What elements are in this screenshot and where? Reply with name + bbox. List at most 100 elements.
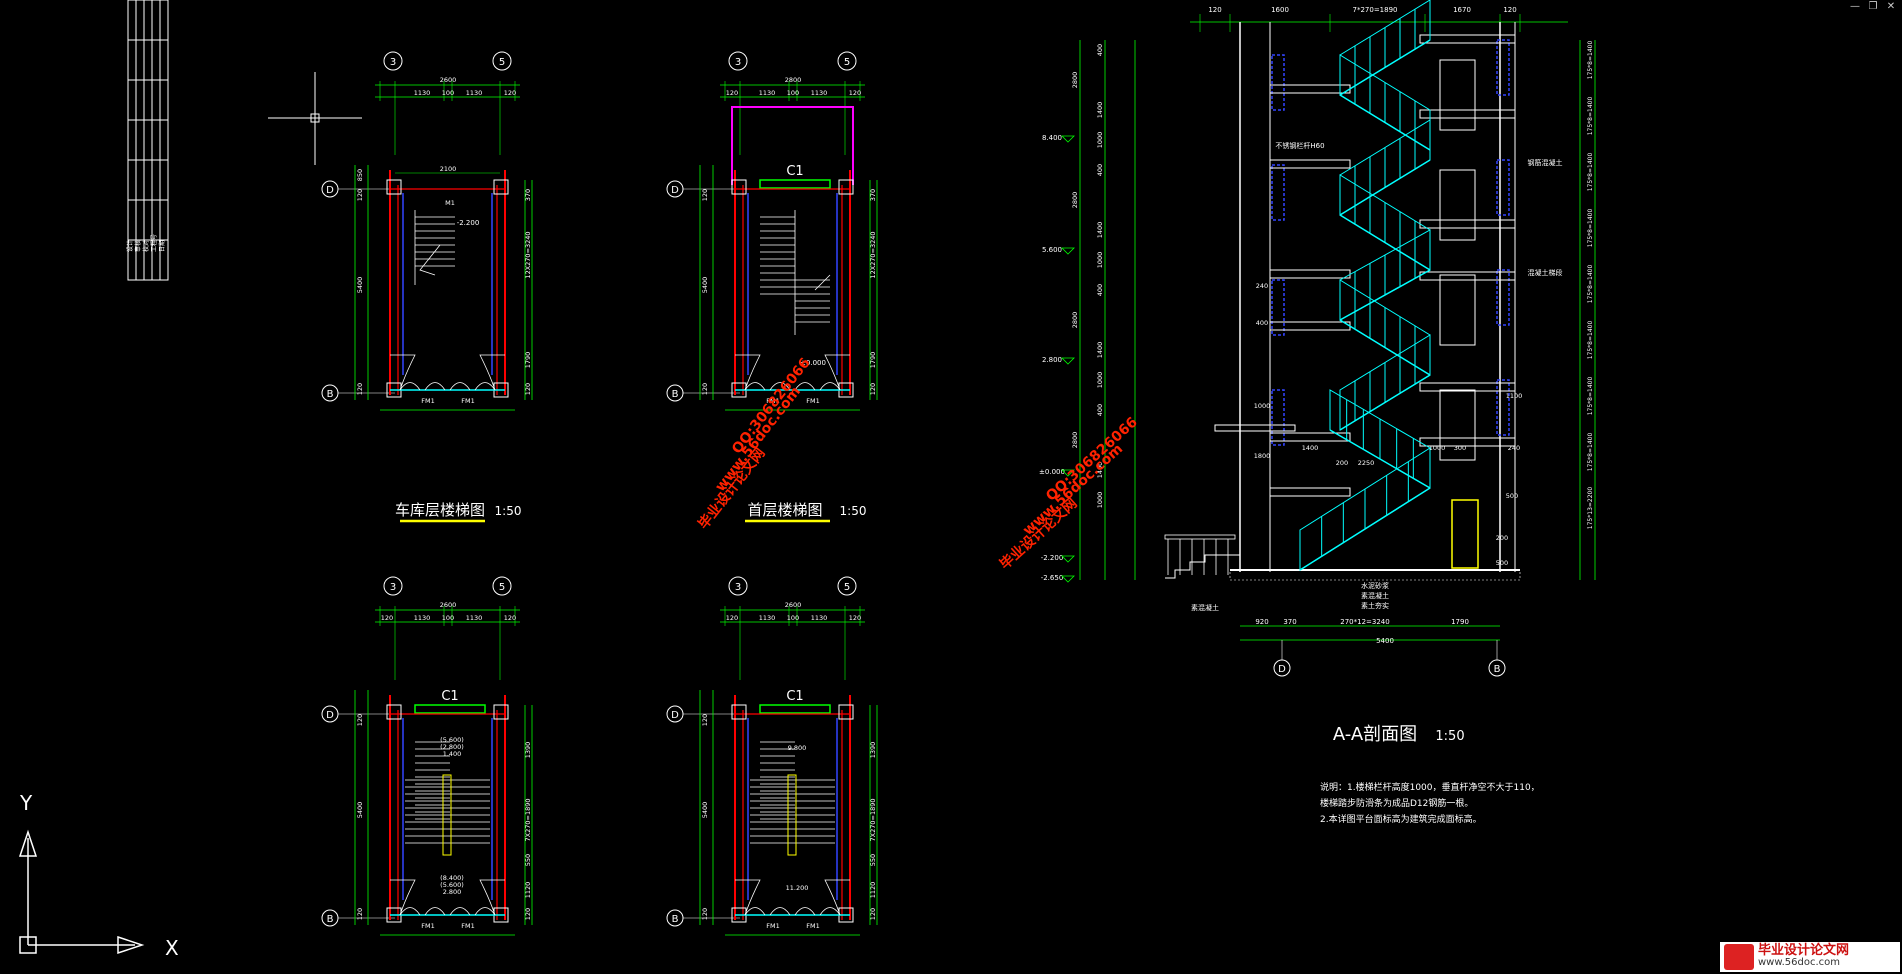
drawing-text: 120: [701, 189, 709, 201]
outside-rail: [1164, 534, 1236, 540]
drawing-text: 1390: [869, 742, 877, 759]
section-misc-dim: 240: [1256, 282, 1268, 290]
section-misc-dim: 1100: [1506, 392, 1523, 400]
ramp-curve: [390, 354, 416, 391]
drawing-text: 1790: [869, 352, 877, 369]
door-swing: [769, 907, 791, 916]
grid-bubble-label: D: [1278, 664, 1286, 675]
title-block-cell: 设计: [126, 240, 134, 252]
drawing-text: 175*8=1400: [1587, 209, 1594, 248]
grid-bubble-label: B: [672, 914, 679, 925]
section-level: -2.200: [1041, 554, 1064, 562]
grid-bubble-label: 3: [735, 57, 741, 68]
stair-flight: [1299, 447, 1431, 571]
door-mark: M1: [445, 199, 455, 207]
ucs-x-label: X: [165, 936, 179, 960]
drawing-text: 100: [442, 89, 454, 97]
drawing-text: 1120: [869, 882, 877, 899]
section-misc-dim: 200: [1336, 459, 1348, 467]
ramp-curve: [824, 879, 850, 916]
restore-icon[interactable]: ❐: [1868, 1, 1878, 12]
door-label: FM1: [461, 397, 474, 405]
window-frame: [731, 106, 854, 185]
drawing-text: 270*12=3240: [1340, 618, 1389, 626]
drawing-text: 175*8=1400: [1587, 377, 1594, 416]
column: [493, 179, 509, 195]
door-swing: [399, 907, 421, 916]
drawing-text: 1130: [414, 614, 431, 622]
drawing-text: 120: [524, 383, 532, 395]
level-marker: [1061, 357, 1075, 365]
floor-slab: [1269, 432, 1351, 442]
ramp-curve: [390, 879, 416, 916]
drawing-text: 175*8=1400: [1587, 41, 1594, 80]
title-block-cell: 校对: [142, 240, 150, 252]
drawing-text: 370: [869, 189, 877, 201]
drawing-text: 120: [356, 714, 364, 726]
column: [731, 704, 747, 720]
drawing-text: 12X270=3240: [869, 231, 877, 278]
ucs-y-label: Y: [19, 791, 33, 815]
drawing-text: 100: [787, 614, 799, 622]
watermark-text: QQ:306826066: [729, 355, 814, 457]
drawing-text: 120: [701, 383, 709, 395]
door-label: FM1: [806, 922, 819, 930]
drawing-text: 120: [1208, 6, 1221, 14]
site-logo[interactable]: 毕业设计论文网 www.56doc.com: [1720, 942, 1900, 972]
drawing-text: 120: [504, 89, 516, 97]
drawing-text: 175*13=2200: [1587, 487, 1594, 530]
section-misc-dim: 300: [1454, 444, 1466, 452]
grid-bubble-label: 3: [735, 582, 741, 593]
door-swing: [819, 382, 841, 391]
section-note-label: 水泥砂浆: [1361, 581, 1389, 590]
door-swing: [819, 907, 841, 916]
hatch-column: [1271, 164, 1285, 221]
drawing-text: 2800: [785, 76, 802, 84]
column: [838, 179, 854, 195]
door-swing: [744, 907, 766, 916]
window-label: C1: [441, 689, 458, 704]
drawing-text: 1670: [1453, 6, 1471, 14]
ucs-icon: Y X: [18, 791, 179, 960]
column: [838, 704, 854, 720]
drawing-text: 120: [849, 89, 861, 97]
grid-bubble-3: [728, 576, 748, 596]
drawing-text: 400: [1096, 284, 1104, 296]
door-label: FM1: [806, 397, 819, 405]
handrail: [787, 774, 797, 856]
section-misc-dim: 2250: [1358, 459, 1375, 467]
stair-flight: [1339, 54, 1431, 151]
door-swing: [794, 907, 816, 916]
drawing-text: 1130: [466, 614, 483, 622]
logo-name: 毕业设计论文网: [1758, 943, 1850, 958]
section-note-label: 素混凝土: [1361, 591, 1389, 600]
minimize-icon[interactable]: —: [1850, 1, 1860, 12]
section-misc-dim: 1000: [1429, 444, 1446, 452]
canopy: [1214, 424, 1296, 432]
drawing-text: 1120: [524, 882, 532, 899]
drawing-text: 1000: [1096, 252, 1104, 269]
drawing-text: 400: [1096, 404, 1104, 416]
window-controls: — ❐ ✕: [1844, 0, 1902, 14]
level-marker: [1061, 247, 1075, 255]
drawing-text: 12X270=3240: [524, 231, 532, 278]
watermark-text: 毕业设计论文网: [996, 495, 1080, 573]
drawing-text: 1600: [1271, 6, 1289, 14]
drawing-text: 100: [787, 89, 799, 97]
drawing-text: 550: [524, 854, 532, 866]
outside-steps: [1165, 554, 1240, 579]
column: [386, 704, 402, 720]
level-marker: [1061, 469, 1075, 477]
close-icon[interactable]: ✕: [1886, 1, 1896, 12]
drawing-text: 400: [1096, 44, 1104, 56]
level-marker: [1061, 575, 1075, 583]
ramp-curve: [735, 879, 761, 916]
drawing-text: 5400: [356, 277, 364, 294]
grid-bubble-label: D: [671, 710, 679, 721]
level-label: 1.400: [443, 750, 462, 758]
hatch-column: [1271, 54, 1285, 111]
section-door: [1439, 389, 1476, 461]
